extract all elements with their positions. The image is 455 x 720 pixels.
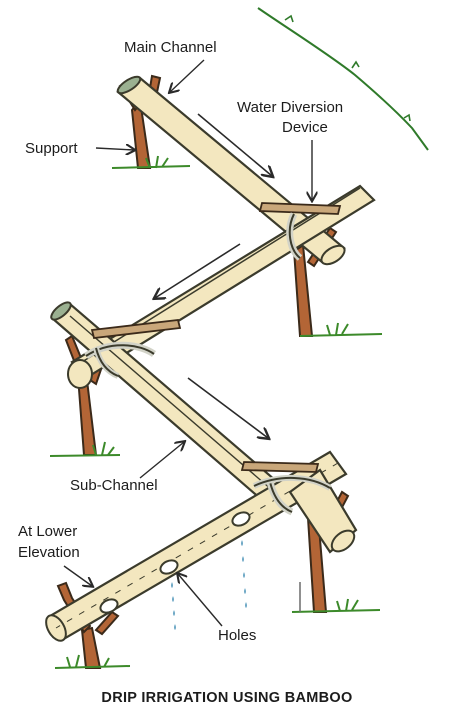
tie-1 <box>286 212 303 261</box>
hole-3 <box>99 598 119 614</box>
tie-3 <box>252 475 332 516</box>
hillside <box>257 7 429 151</box>
flow-arrows <box>155 113 272 438</box>
leader-lines <box>63 59 312 627</box>
main-channel <box>116 75 346 266</box>
diversion-devices <box>90 202 342 473</box>
grass-tufts <box>49 155 383 669</box>
tie-2 <box>84 341 157 379</box>
label-main-channel: Main Channel <box>124 39 217 56</box>
flow-arrow-1 <box>197 113 272 176</box>
flow-arrow-3 <box>187 377 268 438</box>
label-holes: Holes <box>218 627 256 644</box>
labels: Main Channel Water Diversion Device Supp… <box>18 39 343 644</box>
leader-lower-elevation <box>63 565 92 586</box>
water-drops <box>171 540 247 630</box>
label-water-diversion-1: Water Diversion <box>237 99 343 116</box>
drip-holes <box>99 511 251 614</box>
leader-holes <box>178 574 223 627</box>
label-support: Support <box>25 140 78 157</box>
leader-sub-channel <box>139 442 184 479</box>
flow-arrow-2 <box>155 243 241 298</box>
hole-2 <box>159 559 179 575</box>
sub-channel-lower <box>45 450 348 642</box>
diversion-plank-3 <box>240 461 320 473</box>
leader-main-channel <box>170 59 205 92</box>
label-lower-elevation-1: At Lower <box>18 523 77 540</box>
diversion-plank-2 <box>90 319 182 339</box>
hole-1 <box>231 511 251 527</box>
support-posts <box>56 74 350 669</box>
tie-bindings <box>84 212 332 516</box>
leader-support <box>95 148 134 150</box>
label-sub-channel: Sub-Channel <box>70 477 158 494</box>
label-lower-elevation-2: Elevation <box>18 544 80 561</box>
label-water-diversion-2: Device <box>282 119 328 136</box>
diversion-plank-1 <box>258 202 342 215</box>
diagram-title: DRIP IRRIGATION USING BAMBOO <box>101 690 352 706</box>
